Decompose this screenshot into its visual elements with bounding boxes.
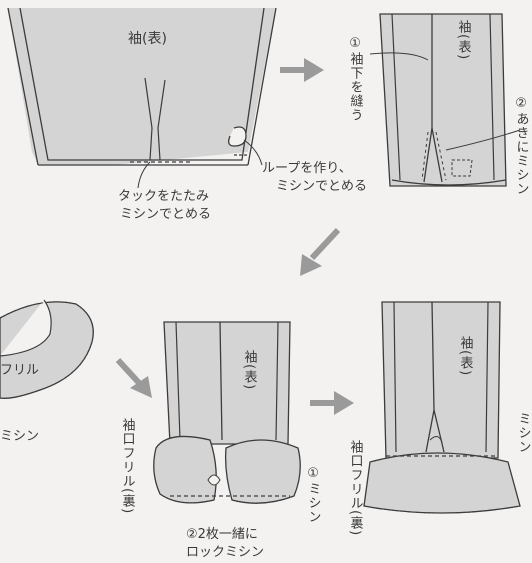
arrow-right-bottom — [310, 391, 354, 415]
mid-sleeve-label: 袖(表) — [241, 350, 257, 391]
top-left-sleeve-label: 袖(表) — [128, 31, 167, 47]
tuck-note-line1: タックをたたみ — [118, 189, 210, 204]
lock-machine-line1: ②2枚一緒に — [186, 527, 258, 542]
machine-partial-label: ミシン — [0, 429, 40, 444]
sleeve-top-left — [7, 7, 277, 189]
sleeve-bottom-right — [363, 301, 521, 514]
mid-step1-machine-label: ①ミシン — [305, 466, 321, 524]
cuff-frill-back-label: 袖口フリル(裏) — [119, 418, 135, 515]
step1-sew-underarm-label: ①袖下を縫う — [347, 36, 363, 122]
frill-piece — [0, 299, 94, 399]
loop-note-line1: ループを作り、 — [262, 161, 352, 176]
arrow-down-right — [115, 357, 152, 398]
step2-opening-label: ②あきにミシン — [513, 96, 529, 196]
top-right-sleeve-label: 袖(表) — [455, 20, 471, 61]
sleeve-top-right — [369, 13, 521, 187]
arrow-right-top — [280, 58, 324, 82]
loop-note-line2: ミシンでとめる — [276, 179, 368, 194]
bottom-right-sleeve-label: 袖(表) — [457, 336, 473, 377]
frill-label: フリル — [0, 363, 40, 378]
lock-machine-line2: ロックミシン — [186, 545, 265, 560]
sleeve-mid — [153, 321, 301, 504]
arrow-down-left — [300, 227, 341, 276]
bottom-right-machine-label: ミシン — [515, 412, 531, 454]
tuck-note-line2: ミシンでとめる — [120, 207, 212, 222]
bottom-right-cuff-frill-label: 袖口フリル(裏) — [347, 440, 363, 537]
